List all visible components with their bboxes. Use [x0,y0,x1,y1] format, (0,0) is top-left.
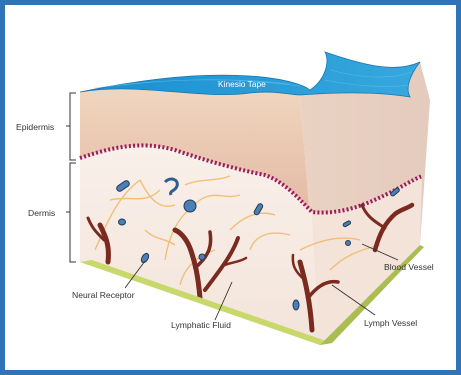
lymph-vessel-label: Lymph Vessel [364,318,417,328]
neural-receptor-label: Neural Receptor [72,290,135,300]
epidermis-label: Epidermis [16,122,54,132]
layer-brackets [66,93,76,262]
kinesio-tape-label: Kinesio Tape [218,79,266,89]
dermis-label: Dermis [28,208,55,218]
lymphatic-fluid-label: Lymphatic Fluid [171,320,231,330]
blood-vessel-label: Blood Vessel [384,262,434,272]
